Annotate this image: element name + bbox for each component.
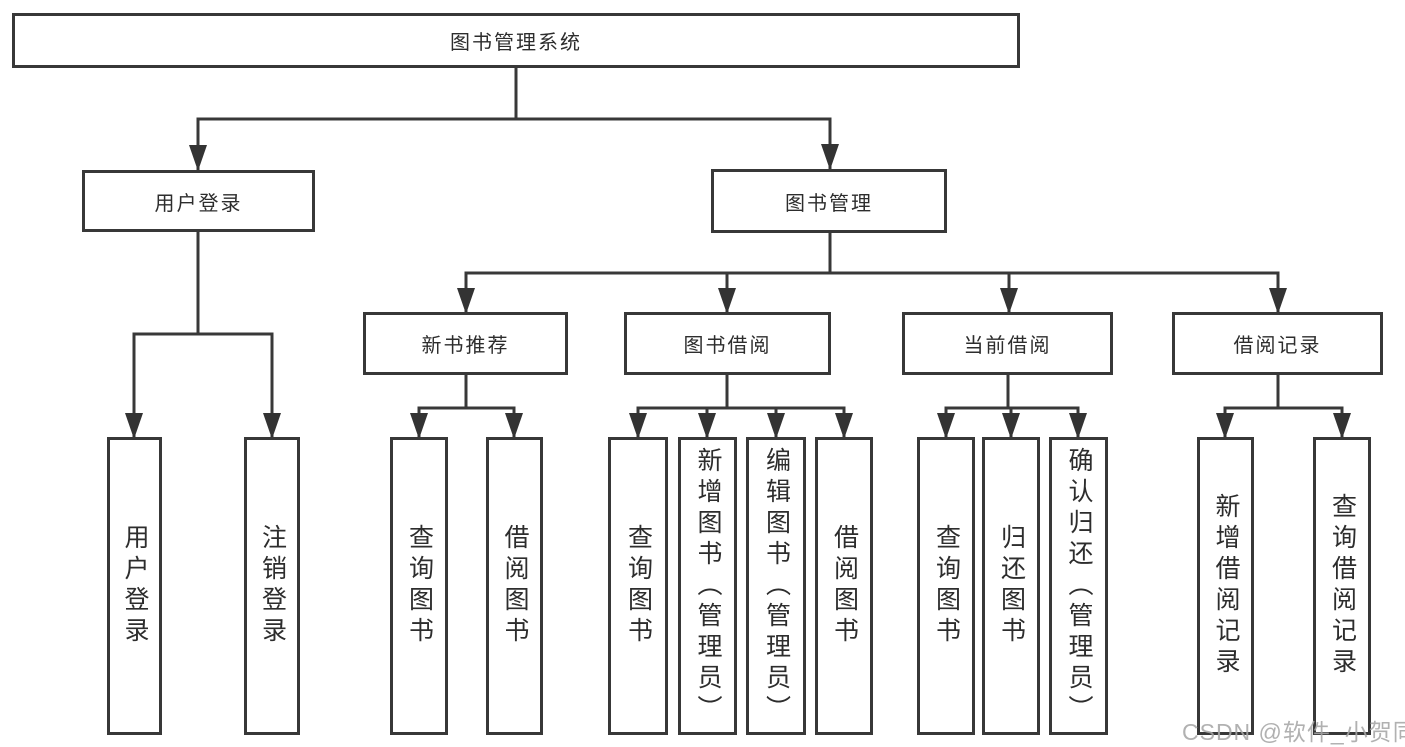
leaf-add-borrow-record-label: 新增借阅记录 <box>1212 493 1240 679</box>
leaf-user-login-label: 用户登录 <box>121 524 149 648</box>
node-borrowing-records: 借阅记录 <box>1172 312 1383 375</box>
node-current-borrowing: 当前借阅 <box>902 312 1113 375</box>
leaf-user-login: 用户登录 <box>107 437 162 735</box>
leaf-logout-label: 注销登录 <box>258 524 287 648</box>
leaf-return-books: 归还图书 <box>982 437 1040 735</box>
leaf-borrow-books-label: 借阅图书 <box>830 524 859 648</box>
leaf-borrow-books-recommend: 借阅图书 <box>486 437 543 735</box>
leaf-confirm-return-admin-label: 确认归还（管理员） <box>1065 446 1093 726</box>
leaf-query-books-current-label: 查询图书 <box>932 524 961 648</box>
leaf-add-books-admin-label: 新增图书（管理员） <box>694 446 722 726</box>
leaf-query-borrow-record-label: 查询借阅记录 <box>1328 493 1357 679</box>
leaf-query-borrow-record: 查询借阅记录 <box>1313 437 1371 735</box>
node-book-management: 图书管理 <box>711 169 947 233</box>
connector-paths <box>132 68 1344 437</box>
leaf-confirm-return-admin: 确认归还（管理员） <box>1049 437 1108 735</box>
leaf-query-books-borrowing: 查询图书 <box>608 437 668 735</box>
node-new-book-recommend: 新书推荐 <box>363 312 568 375</box>
node-book-borrowing: 图书借阅 <box>624 312 831 375</box>
leaf-query-books-current: 查询图书 <box>917 437 975 735</box>
leaf-return-books-label: 归还图书 <box>997 524 1026 648</box>
leaf-edit-books-admin: 编辑图书（管理员） <box>746 437 806 735</box>
leaf-add-borrow-record: 新增借阅记录 <box>1197 437 1254 735</box>
leaf-borrow-books: 借阅图书 <box>815 437 873 735</box>
node-root-library-system: 图书管理系统 <box>12 13 1020 68</box>
leaf-add-books-admin: 新增图书（管理员） <box>678 437 737 735</box>
csdn-watermark: CSDN @软件_小贺同学 <box>1182 719 1405 745</box>
leaf-edit-books-admin-label: 编辑图书（管理员） <box>762 446 791 726</box>
leaf-logout: 注销登录 <box>244 437 300 735</box>
leaf-borrow-books-recommend-label: 借阅图书 <box>501 524 529 648</box>
leaf-query-books-recommend: 查询图书 <box>390 437 448 735</box>
leaf-query-books-borrowing-label: 查询图书 <box>624 524 653 648</box>
leaf-query-books-recommend-label: 查询图书 <box>405 524 434 648</box>
node-user-login: 用户登录 <box>82 170 315 232</box>
